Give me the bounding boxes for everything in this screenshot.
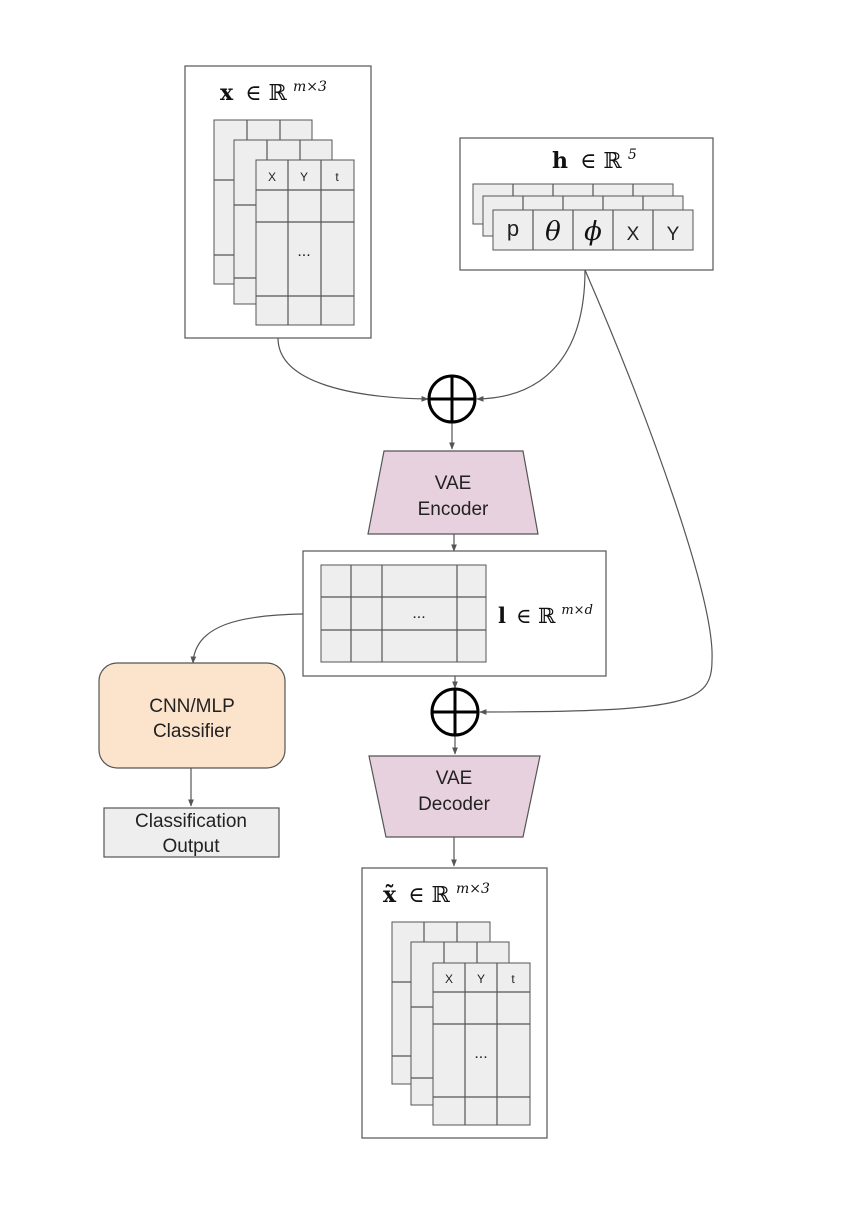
connectors: [188, 269, 713, 867]
combine-node-2: [430, 687, 480, 737]
input-x-col-t: t: [335, 170, 339, 184]
input-x-col-x: X: [268, 170, 276, 184]
input-h-cell-p: p: [507, 216, 519, 241]
vae-encoder: VAE Encoder: [367, 450, 539, 535]
reconstruction-col-y: Y: [477, 972, 485, 986]
input-h-panel: h ∈ ℝ 5 p θ ϕ X Y: [459, 137, 714, 271]
decoder-label-line2: Decoder: [418, 794, 490, 815]
input-h-cell-phi: ϕ: [584, 217, 602, 247]
decoder-label-line1: VAE: [436, 768, 473, 789]
output-label-line2: Output: [162, 836, 220, 857]
input-x-table-front: X Y t ...: [255, 159, 355, 326]
classifier-block: CNN/MLP Classifier: [98, 662, 286, 769]
combine-node-1: [427, 374, 477, 424]
arrow-x-to-combine-1: [277, 337, 429, 402]
latent-panel: ... l ∈ ℝ m×d: [302, 550, 607, 677]
input-h-row-front: p θ ϕ X Y: [492, 209, 694, 251]
arrow-h-to-combine-1: [476, 269, 586, 402]
reconstruction-ellipsis: ...: [474, 1045, 487, 1062]
arrow-h-to-combine-2: [479, 269, 713, 715]
output-label-line1: Classification: [135, 811, 247, 832]
classifier-label-line2: Classifier: [153, 721, 232, 742]
input-h-label: h ∈ ℝ 5: [552, 147, 637, 174]
latent-table: ...: [320, 564, 487, 663]
input-h-cell-x: X: [627, 224, 640, 245]
classifier-label-line1: CNN/MLP: [149, 696, 235, 717]
input-x-col-y: Y: [300, 170, 308, 184]
input-h-cell-theta: θ: [545, 217, 561, 247]
reconstruction-table-front: X Y t ...: [432, 962, 531, 1126]
latent-ellipsis: ...: [412, 605, 425, 622]
vae-decoder: VAE Decoder: [368, 755, 541, 838]
latent-label: l ∈ ℝ m×d: [498, 603, 593, 628]
input-x-label: x ∈ ℝ m×3: [220, 79, 327, 106]
encoder-label-line2: Encoder: [418, 499, 489, 520]
reconstruction-label: x̃ ∈ ℝ m×3: [383, 881, 490, 908]
input-h-cell-y: Y: [667, 224, 680, 245]
reconstruction-panel: x̃ ∈ ℝ m×3 X Y t ...: [361, 867, 548, 1139]
reconstruction-col-x: X: [445, 972, 453, 986]
input-x-ellipsis: ...: [297, 243, 310, 260]
classification-output: Classification Output: [103, 807, 280, 858]
input-x-panel: x ∈ ℝ m×3 X Y: [184, 65, 372, 339]
arrow-latent-to-classifier: [190, 613, 304, 664]
reconstruction-col-t: t: [511, 972, 515, 986]
encoder-label-line1: VAE: [435, 473, 472, 494]
